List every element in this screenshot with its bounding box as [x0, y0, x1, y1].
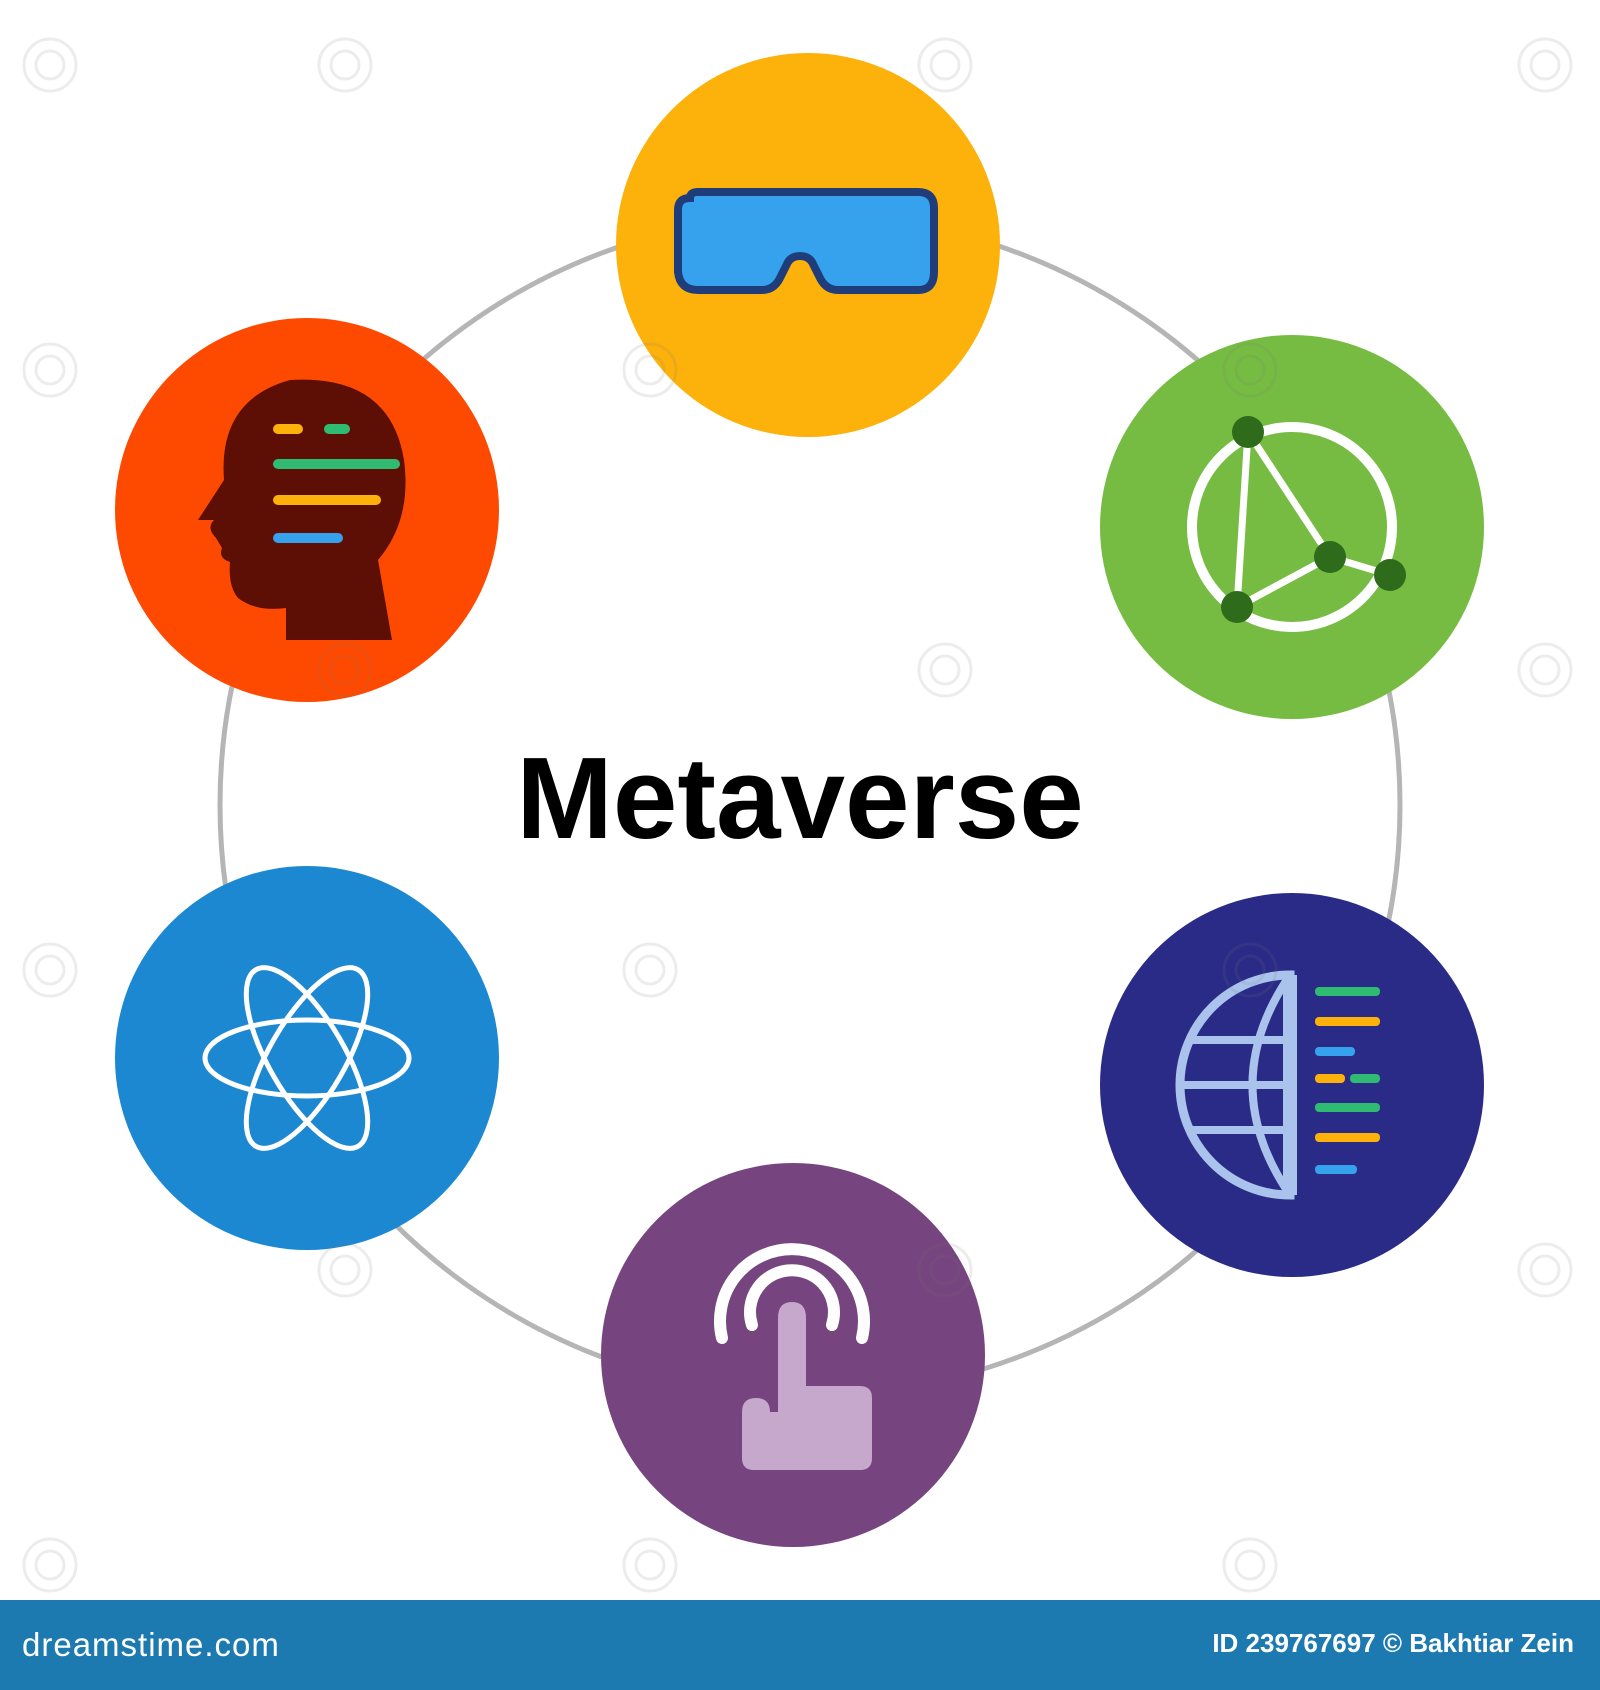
- node-mind: [115, 318, 499, 702]
- touch-icon: [714, 1243, 872, 1470]
- atom-icon: [202, 965, 412, 1151]
- footer-credit: ID 239767697 © Bakhtiar Zein: [1212, 1628, 1574, 1658]
- head-data-icon: [198, 379, 406, 640]
- footer-bar: dreamstime.com ID 239767697 © Bakhtiar Z…: [0, 1600, 1600, 1690]
- metaverse-diagram: [22, 37, 1573, 1593]
- node-vr-headset: [616, 53, 1000, 437]
- footer-brand[interactable]: dreamstime.com: [22, 1626, 280, 1663]
- vr-headset-icon: [674, 188, 938, 294]
- network-icon: [1187, 416, 1406, 632]
- globe-data-icon: [1175, 970, 1380, 1200]
- node-network: [1100, 335, 1484, 719]
- diagram-title: Metaverse: [516, 733, 1084, 863]
- watermark-pattern: [22, 37, 1573, 1593]
- node-network-circle: [1100, 335, 1484, 719]
- node-globe-data: [1100, 893, 1484, 1277]
- node-atom: [115, 866, 499, 1250]
- node-touch: [601, 1163, 985, 1547]
- node-atom-circle: [115, 866, 499, 1250]
